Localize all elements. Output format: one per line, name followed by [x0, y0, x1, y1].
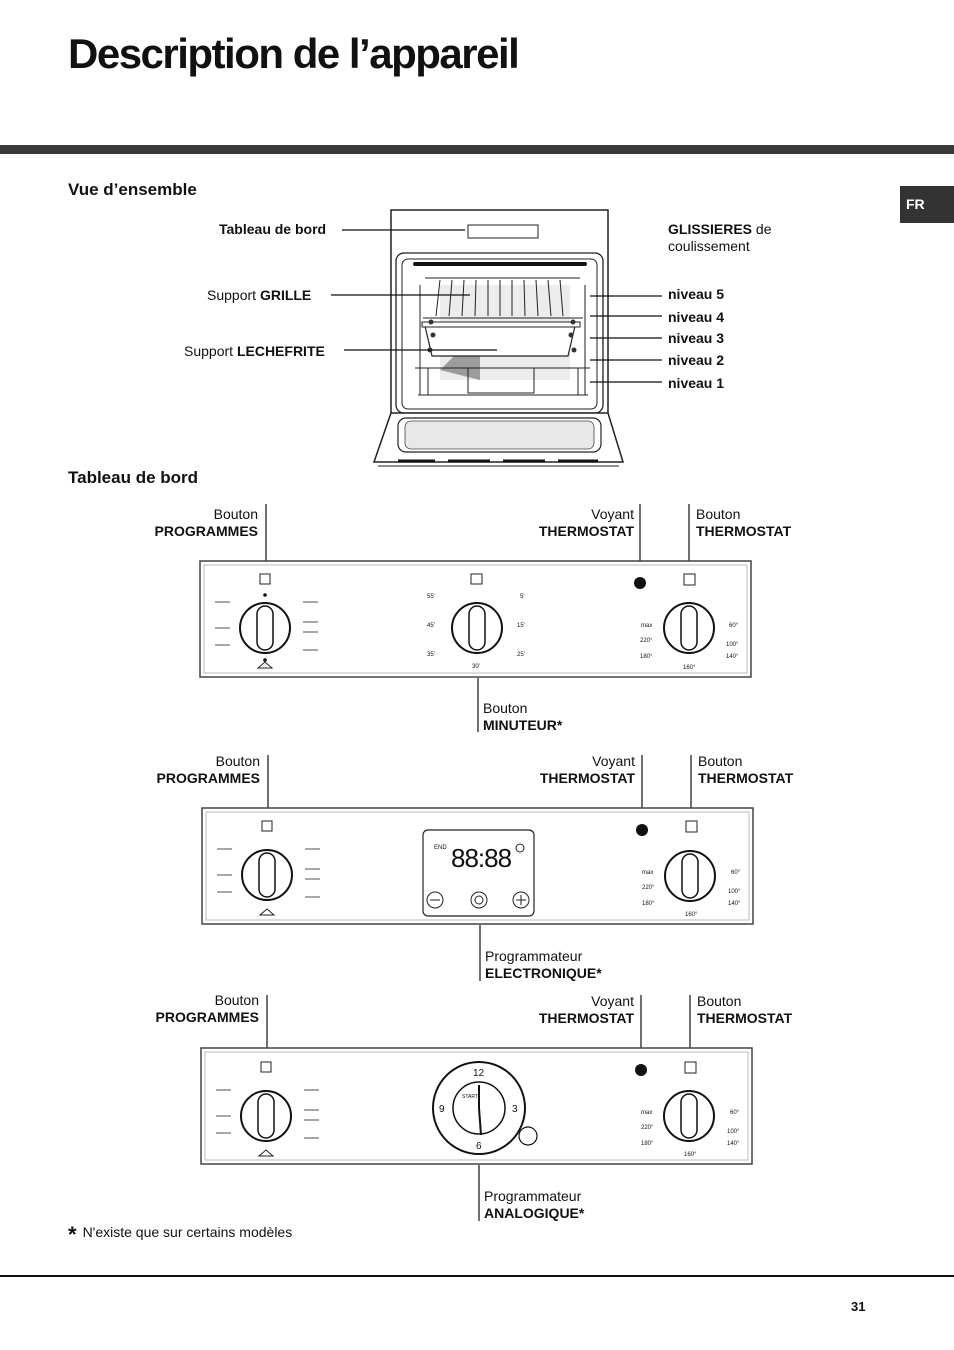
footnote: * N'existe que sur certains modèles: [68, 1222, 292, 1248]
svg-text:max: max: [641, 623, 652, 629]
panel3-diagram: 12 3 6 9 START max 60° 220° 100° 180° 14…: [200, 995, 753, 1221]
panel3-analog-clock: 12 3 6 9 START: [432, 1061, 538, 1155]
footnote-star: *: [68, 1222, 77, 1247]
svg-text:220°: 220°: [640, 638, 653, 644]
panel1-thermostat-knob: max 60° 220° 100° 180° 140° 160°: [640, 573, 739, 671]
svg-text:3: 3: [512, 1104, 518, 1115]
label-niveau-5: niveau 5: [668, 286, 725, 302]
svg-text:220°: 220°: [642, 885, 655, 891]
label-tableau-de-bord: Tableau de bord: [219, 221, 327, 237]
label-niveau-3: niveau 3: [668, 330, 725, 346]
footnote-text: N'existe que sur certains modèles: [82, 1224, 293, 1240]
panel2-programmes-knob: [217, 820, 320, 916]
page-number: 31: [851, 1299, 866, 1314]
panel2-diagram: END 88:88 max 60° 220° 100° 180° 140° 16…: [201, 755, 754, 981]
dashboard-heading: Tableau de bord: [68, 468, 199, 487]
language-tab: FR: [900, 186, 954, 223]
svg-text:180°: 180°: [642, 901, 655, 907]
label-niveau-1: niveau 1: [668, 375, 725, 391]
label-niveau-2: niveau 2: [668, 352, 725, 368]
svg-text:35': 35': [427, 652, 435, 658]
panel2-voyant-light: [636, 824, 648, 836]
svg-text:55': 55': [427, 594, 435, 600]
svg-text:60°: 60°: [731, 870, 741, 876]
footer-rule: [0, 1275, 954, 1277]
label-support-grille: Support GRILLE: [207, 287, 312, 303]
panel3-programmes-knob: [216, 1061, 319, 1157]
svg-text:12: 12: [473, 1068, 485, 1079]
svg-text:180°: 180°: [640, 654, 653, 660]
svg-text:END: END: [434, 845, 447, 851]
svg-text:5': 5': [520, 594, 524, 600]
panel1-voyant-light: [634, 577, 646, 589]
svg-text:60°: 60°: [730, 1110, 740, 1116]
svg-text:180°: 180°: [641, 1141, 654, 1147]
panel2-thermostat-knob: max 60° 220° 100° 180° 140° 160°: [642, 820, 741, 918]
panel3-voyant-light: [635, 1064, 647, 1076]
svg-text:160°: 160°: [685, 912, 698, 918]
svg-text:140°: 140°: [726, 654, 739, 660]
oven-overview-diagram: [331, 209, 662, 467]
panel1-minuteur-knob: 55' 5' 45' 15' 35' 25' 30': [427, 573, 525, 670]
svg-text:100°: 100°: [728, 889, 741, 895]
svg-text:START: START: [462, 1094, 478, 1100]
svg-text:160°: 160°: [683, 665, 696, 671]
svg-text:140°: 140°: [727, 1141, 740, 1147]
label-niveau-4: niveau 4: [668, 309, 725, 325]
panel2-electronic-display: END 88:88: [422, 829, 535, 917]
svg-text:30': 30': [472, 664, 480, 670]
svg-text:160°: 160°: [684, 1152, 697, 1158]
svg-text:25': 25': [517, 652, 525, 658]
header-rule: [0, 145, 954, 154]
svg-text:60°: 60°: [729, 623, 739, 629]
svg-text:100°: 100°: [727, 1129, 740, 1135]
svg-text:100°: 100°: [726, 642, 739, 648]
label-support-lechefrite: Support LECHEFRITE: [184, 343, 325, 359]
page-title: Description de l’appareil: [68, 30, 520, 77]
svg-text:9: 9: [439, 1104, 445, 1115]
svg-text:220°: 220°: [641, 1125, 654, 1131]
svg-text:88:88: 88:88: [451, 843, 512, 873]
svg-text:max: max: [642, 870, 653, 876]
svg-text:140°: 140°: [728, 901, 741, 907]
panel1-programmes-knob: [215, 573, 318, 669]
panel1-diagram: 55' 5' 45' 15' 35' 25' 30' max 60° 220° …: [199, 504, 752, 732]
overview-heading: Vue d’ensemble: [68, 180, 197, 199]
svg-text:6: 6: [476, 1141, 482, 1152]
svg-text:45': 45': [427, 623, 435, 629]
panel3-thermostat-knob: max 60° 220° 100° 180° 140° 160°: [641, 1061, 740, 1158]
svg-text:max: max: [641, 1110, 652, 1116]
svg-text:15': 15': [517, 623, 525, 629]
